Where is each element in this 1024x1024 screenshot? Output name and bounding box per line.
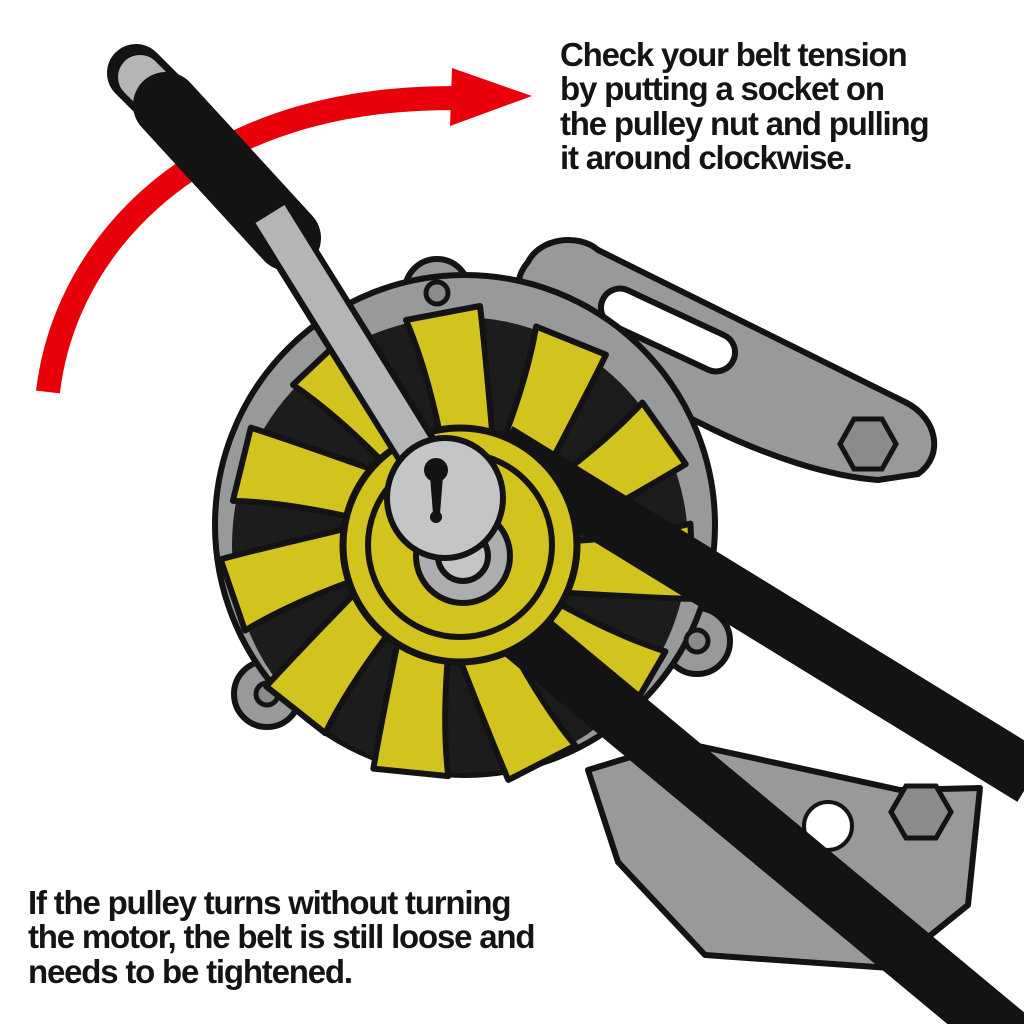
ratchet-head <box>384 435 506 561</box>
socket-wrench-shaft <box>248 199 506 561</box>
mount-hole-top <box>423 279 451 307</box>
caption-check-belt-tension: Check your belt tension by putting a soc… <box>560 36 930 176</box>
tensioner-arm <box>516 236 938 483</box>
drive-belt <box>449 426 1024 1024</box>
caption-pulley-turns-loose-belt: If the pulley turns without turning the … <box>28 884 536 990</box>
mount-hole-right <box>683 627 711 655</box>
bracket-hex-bolt <box>888 783 954 841</box>
tensioner-slot <box>597 285 739 375</box>
arrowhead-icon <box>450 68 532 126</box>
ratchet-keyhole <box>424 458 448 523</box>
socket-wrench-handle <box>107 44 321 271</box>
tensioner-hex-bolt <box>837 416 899 472</box>
